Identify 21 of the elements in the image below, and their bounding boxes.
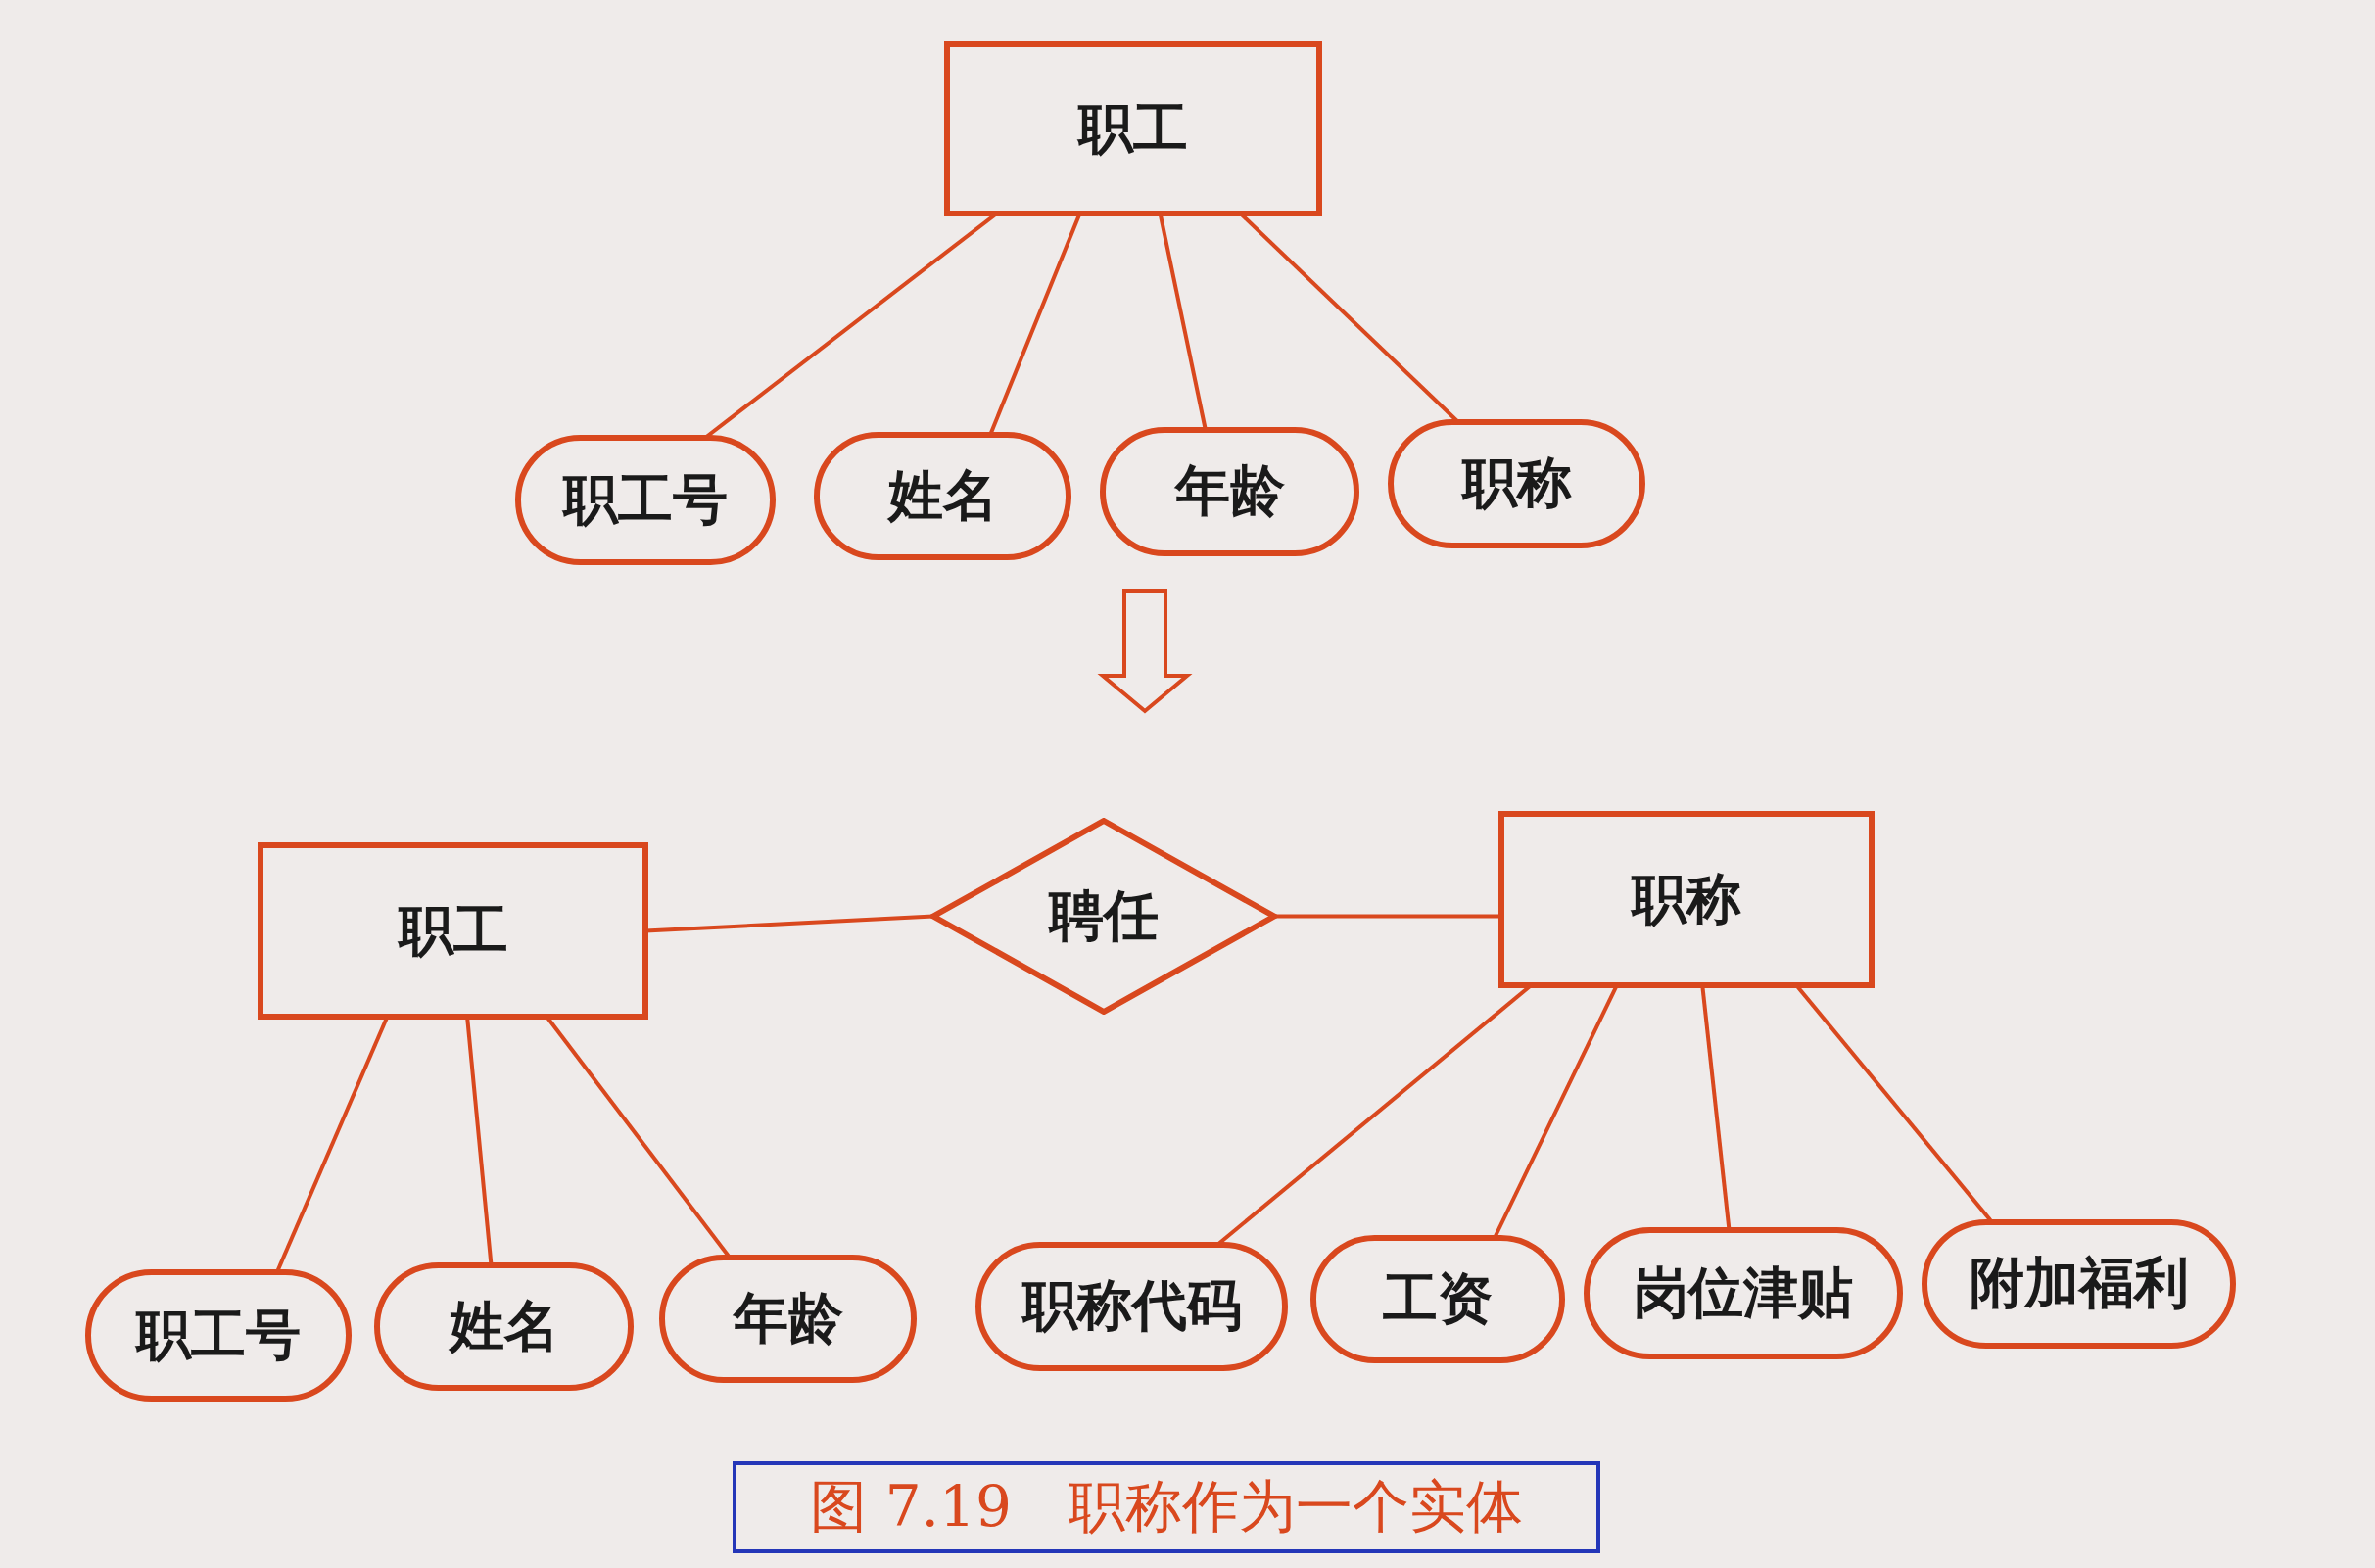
node-label: 年龄 — [733, 1284, 843, 1352]
entity-box — [944, 41, 1322, 216]
node-label: 聘任 — [1049, 881, 1159, 949]
node-label: 职工 — [1078, 94, 1188, 162]
node-label: 姓名 — [449, 1292, 559, 1359]
node-label: 职称代码 — [1021, 1272, 1242, 1339]
node-label: 姓名 — [887, 461, 998, 529]
entity-box — [1498, 811, 1875, 988]
node-label: 附加福利 — [1969, 1250, 2189, 1316]
entity-box — [258, 842, 648, 1020]
node-label: 职工 — [398, 896, 508, 964]
node-label: 职称 — [1461, 450, 1572, 516]
node-label: 职工号 — [136, 1301, 301, 1368]
node-label: 职工号 — [563, 465, 728, 533]
relationship-diamond — [930, 818, 1277, 1015]
node-label: 年龄 — [1174, 457, 1285, 524]
figure-caption: 图 7.19 职称作为一个实体 — [733, 1461, 1600, 1553]
node-label: 工资 — [1383, 1264, 1493, 1332]
connector-line — [1274, 914, 1501, 919]
node-label: 岗位津贴 — [1634, 1259, 1853, 1326]
node-label: 职称 — [1632, 865, 1741, 932]
